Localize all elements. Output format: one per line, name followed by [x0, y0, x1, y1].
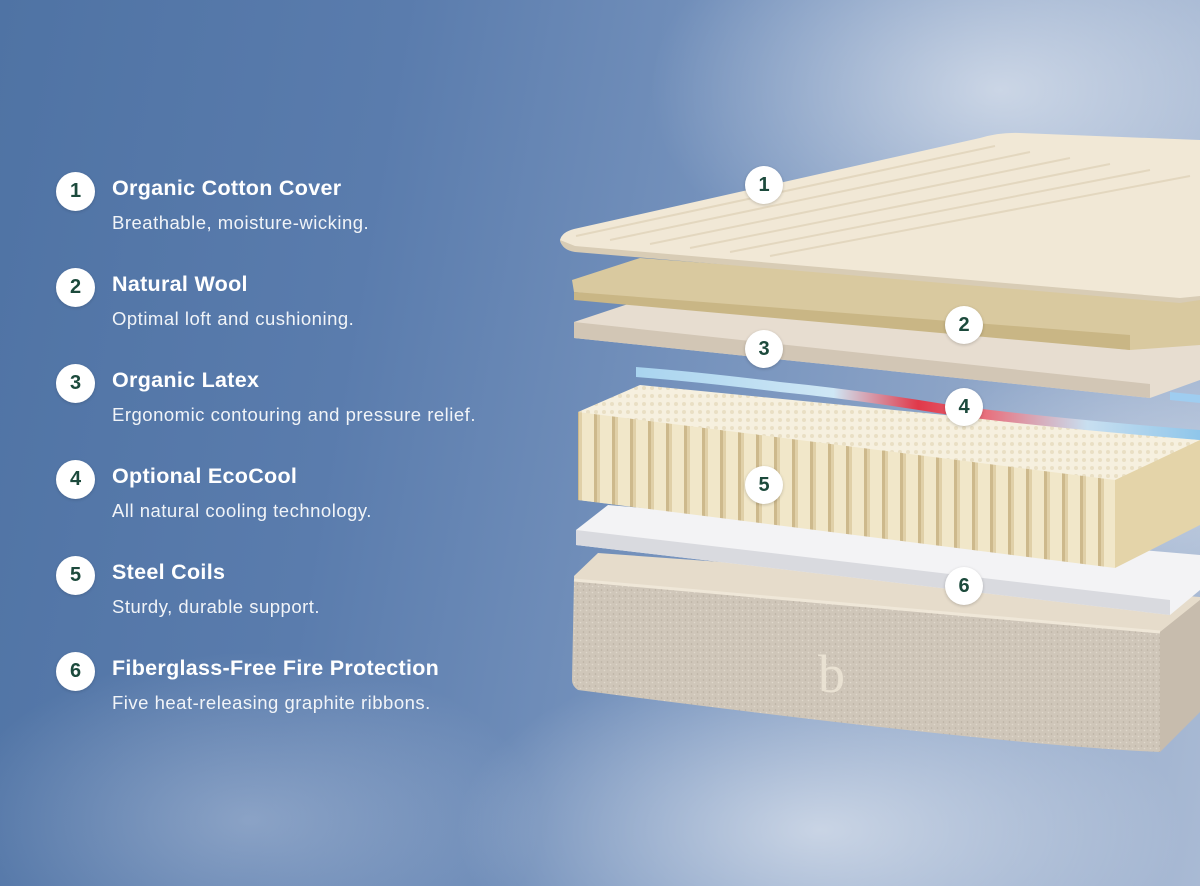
- layer-title: Natural Wool: [112, 272, 248, 296]
- marker-1: 1: [745, 166, 783, 204]
- marker-2: 2: [945, 306, 983, 344]
- layer-description: Optimal loft and cushioning.: [112, 308, 355, 329]
- coil-layer: [578, 385, 1200, 568]
- marker-6: 6: [945, 567, 983, 605]
- layer-description: Sturdy, durable support.: [112, 596, 321, 617]
- list-item: 3 Organic Latex Ergonomic contouring and…: [56, 362, 576, 458]
- number-badge: 4: [56, 460, 95, 499]
- layer-description: Breathable, moisture-wicking.: [112, 212, 370, 233]
- number-badge: 2: [56, 268, 95, 307]
- list-item: 4 Optional EcoCool All natural cooling t…: [56, 458, 576, 554]
- ecocool-ribbon: [636, 367, 1200, 440]
- number-badge: 6: [56, 652, 95, 691]
- number-badge: 5: [56, 556, 95, 595]
- wool-layer: [572, 258, 1200, 350]
- cotton-cover: [560, 132, 1200, 303]
- marker-5: 5: [745, 466, 783, 504]
- marker-4: 4: [945, 388, 983, 426]
- number-badge: 3: [56, 364, 95, 403]
- layer-title: Organic Latex: [112, 368, 260, 392]
- layer-title: Organic Cotton Cover: [112, 176, 342, 200]
- marker-3: 3: [745, 330, 783, 368]
- number-badge: 1: [56, 172, 95, 211]
- latex-layer: [574, 300, 1200, 398]
- layer-title: Fiberglass-Free Fire Protection: [112, 656, 440, 680]
- logo-mark: b: [818, 644, 845, 704]
- layer-legend: 1 Organic Cotton Cover Breathable, moist…: [56, 170, 576, 746]
- layer-title: Optional EcoCool: [112, 464, 298, 488]
- list-item: 2 Natural Wool Optimal loft and cushioni…: [56, 266, 576, 362]
- list-item: 5 Steel Coils Sturdy, durable support.: [56, 554, 576, 650]
- layer-description: Ergonomic contouring and pressure relief…: [112, 404, 476, 425]
- list-item: 1 Organic Cotton Cover Breathable, moist…: [56, 170, 576, 266]
- layer-title: Steel Coils: [112, 560, 226, 584]
- fire-barrier-sheet: [576, 505, 1200, 615]
- layer-description: All natural cooling technology.: [112, 500, 372, 521]
- list-item: 6 Fiberglass-Free Fire Protection Five h…: [56, 650, 576, 746]
- layer-description: Five heat-releasing graphite ribbons.: [112, 692, 431, 713]
